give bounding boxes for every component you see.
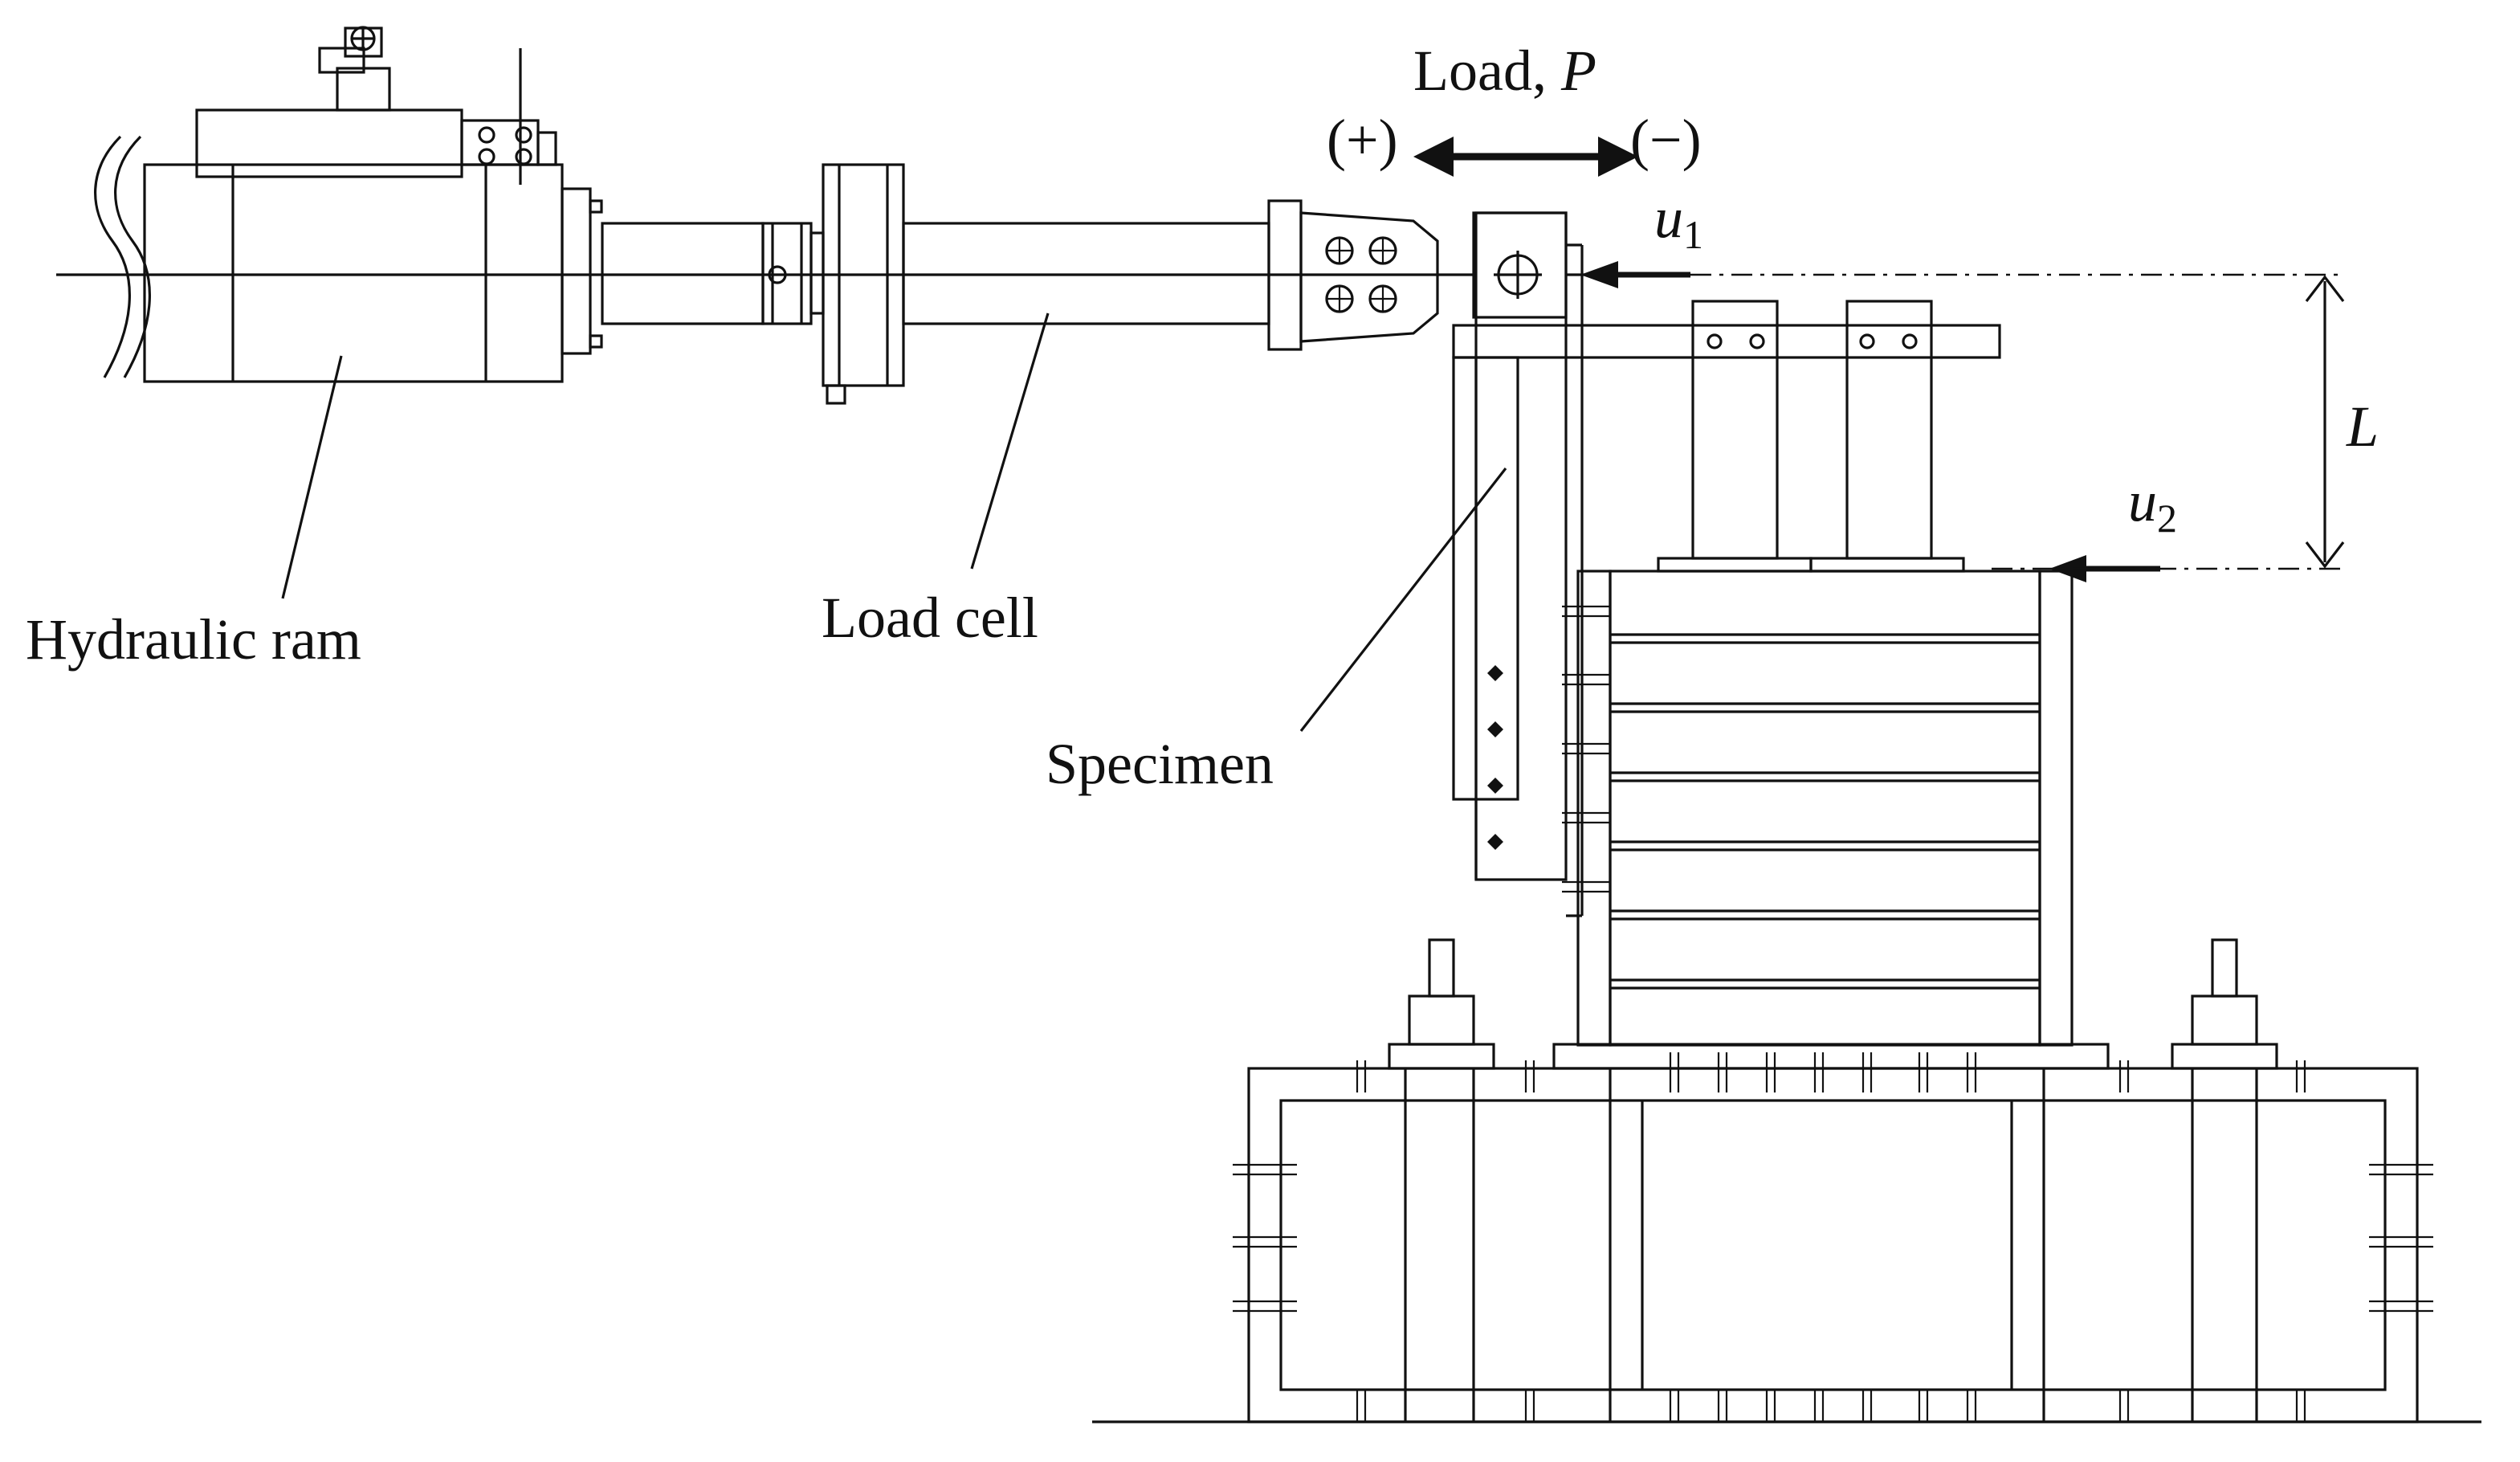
specimen — [1452, 211, 2073, 1047]
length-dimension — [2305, 275, 2345, 569]
leader-specimen — [1299, 468, 1507, 732]
label-specimen: Specimen — [1046, 732, 1274, 796]
leader-hydraulic-ram — [281, 355, 343, 599]
side-bolt-stubs — [1562, 605, 1610, 893]
bolt-group — [1487, 665, 1503, 850]
label-minus: (−) — [1630, 108, 1702, 172]
label-hydraulic-ram: Hydraulic ram — [26, 607, 361, 672]
label-length: L — [2346, 394, 2379, 459]
label-load-cell: Load cell — [822, 586, 1038, 650]
reaction-frame — [1092, 938, 2481, 1423]
frame-bolt-ticks — [1233, 1052, 2433, 1422]
label-load-prefix: Load, — [1413, 39, 1561, 103]
label-plus: (+) — [1327, 108, 1398, 172]
leader-load-cell — [970, 312, 1050, 570]
label-load: Load, P — [1413, 39, 1596, 103]
label-u2-sub: 2 — [2157, 496, 2177, 541]
label-u1-sub: 1 — [1683, 212, 1703, 257]
hydraulic-ram — [94, 26, 603, 383]
label-u2: u2 — [2128, 469, 2177, 541]
label-u1-base: u — [1654, 186, 1683, 250]
label-u2-base: u — [2128, 469, 2157, 533]
u1-arrow — [1580, 261, 1690, 288]
load-cell-assembly — [601, 163, 1439, 405]
load-direction-arrow — [1413, 137, 1638, 177]
label-load-symbol: P — [1560, 39, 1596, 103]
label-u1: u1 — [1654, 186, 1703, 257]
